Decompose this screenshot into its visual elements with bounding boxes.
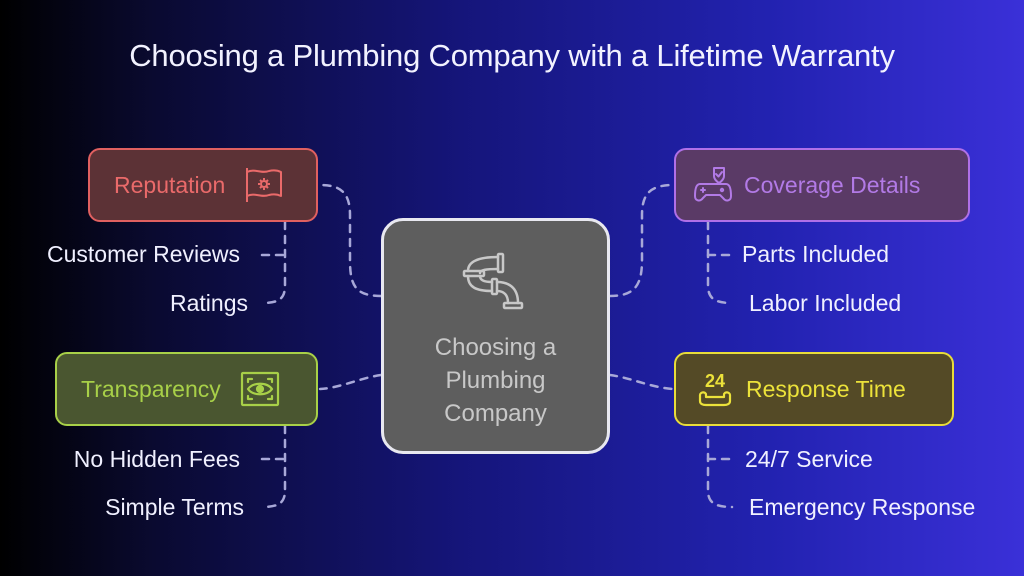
flag-icon (243, 164, 285, 206)
node-transparency: Transparency (55, 352, 318, 426)
leaf-simple-terms: Simple Terms (105, 494, 244, 520)
leaf-labor-included: Labor Included (749, 290, 902, 316)
central-node: Choosing a Plumbing Company (381, 218, 610, 454)
eye-scan-icon (239, 368, 281, 410)
connector-center-transparency (318, 373, 383, 391)
leaf-ratings: Ratings (170, 290, 248, 316)
central-node-label: Choosing a Plumbing Company (434, 334, 557, 427)
leaf-parts-included: Parts Included (742, 241, 890, 267)
24-hour-phone-icon: 24 (694, 368, 736, 410)
node-response-time: 24 Response Time (674, 352, 954, 426)
connector-center-response (608, 373, 676, 391)
connector-transparency-leaves (260, 424, 287, 509)
node-transparency-label: Transparency (81, 375, 221, 402)
diagram-title: Choosing a Plumbing Company with a Lifet… (129, 38, 895, 73)
connector-coverage-leaves (706, 220, 734, 305)
node-coverage-details: Coverage Details (674, 148, 970, 222)
connector-center-coverage (608, 183, 676, 298)
node-reputation: Reputation (88, 148, 318, 222)
leaf-24-7-service: 24/7 Service (745, 446, 873, 472)
connector-response-leaves (706, 424, 734, 509)
pipe-icon (460, 251, 532, 315)
node-reputation-label: Reputation (114, 171, 226, 198)
node-coverage-label: Coverage Details (744, 171, 921, 198)
node-response-label: Response Time (746, 375, 906, 402)
leaf-emergency-response: Emergency Response (749, 494, 976, 520)
24-hour-phone-icon-text: 24 (705, 371, 725, 391)
leaf-no-hidden-fees: No Hidden Fees (73, 446, 240, 472)
gamepad-shield-icon (692, 164, 734, 206)
connector-reputation-leaves (260, 220, 287, 305)
leaf-customer-reviews: Customer Reviews (47, 241, 240, 267)
connector-center-reputation (318, 183, 383, 298)
